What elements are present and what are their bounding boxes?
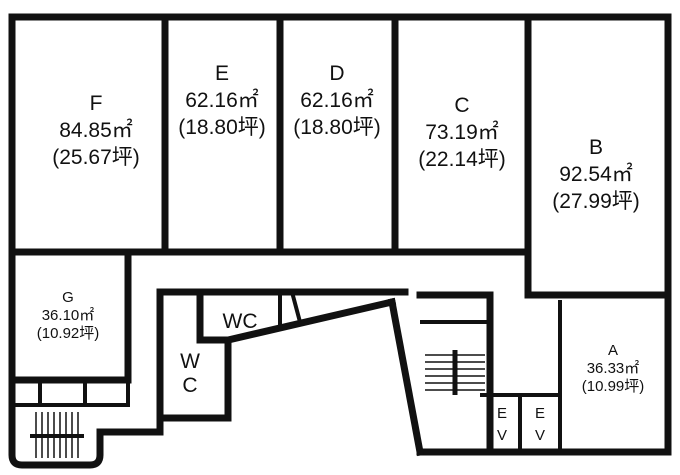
ev-label-e: E xyxy=(535,405,545,422)
room-tsubo: (18.80坪) xyxy=(293,116,381,139)
room-area: 62.16㎡ xyxy=(185,88,259,112)
stairs-left xyxy=(30,412,84,458)
room-tsubo: (27.99坪) xyxy=(552,190,640,213)
wc-label-top: W xyxy=(180,350,200,373)
walls xyxy=(8,13,672,469)
room-B: B 92.54㎡ (27.99坪) xyxy=(552,136,640,213)
room-tsubo: (18.80坪) xyxy=(178,116,266,139)
ev-label-v: V xyxy=(497,427,507,444)
stairs-center xyxy=(425,350,485,395)
room-tsubo: (10.99坪) xyxy=(582,378,645,395)
wc-label: WC xyxy=(223,310,258,333)
room-A: A 36.33㎡ (10.99坪) xyxy=(582,342,645,395)
room-E: E 62.16㎡ (18.80坪) xyxy=(178,62,266,139)
room-label: E xyxy=(215,62,229,85)
room-D: D 62.16㎡ (18.80坪) xyxy=(293,62,381,139)
ev-label-v: V xyxy=(535,427,545,444)
room-area: 84.85㎡ xyxy=(59,118,133,142)
room-area: 73.19㎡ xyxy=(425,120,499,144)
room-label: C xyxy=(454,94,469,117)
room-F: F 84.85㎡ (25.67坪) xyxy=(52,92,140,169)
room-label: A xyxy=(608,342,618,359)
room-label: D xyxy=(329,62,344,85)
room-tsubo: (25.67坪) xyxy=(52,146,140,169)
wc-label-bottom: C xyxy=(182,374,197,397)
room-label: G xyxy=(62,289,74,306)
room-tsubo: (10.92坪) xyxy=(37,325,100,342)
room-tsubo: (22.14坪) xyxy=(418,148,506,171)
room-label: B xyxy=(589,136,603,159)
room-area: 36.10㎡ xyxy=(42,307,95,324)
room-C: C 73.19㎡ (22.14坪) xyxy=(418,94,506,171)
room-area: 36.33㎡ xyxy=(587,360,640,377)
room-label: F xyxy=(90,92,103,115)
room-area: 92.54㎡ xyxy=(559,162,633,186)
ev-label-e: E xyxy=(497,405,507,422)
room-area: 62.16㎡ xyxy=(300,88,374,112)
room-G: G 36.10㎡ (10.92坪) xyxy=(37,289,100,342)
